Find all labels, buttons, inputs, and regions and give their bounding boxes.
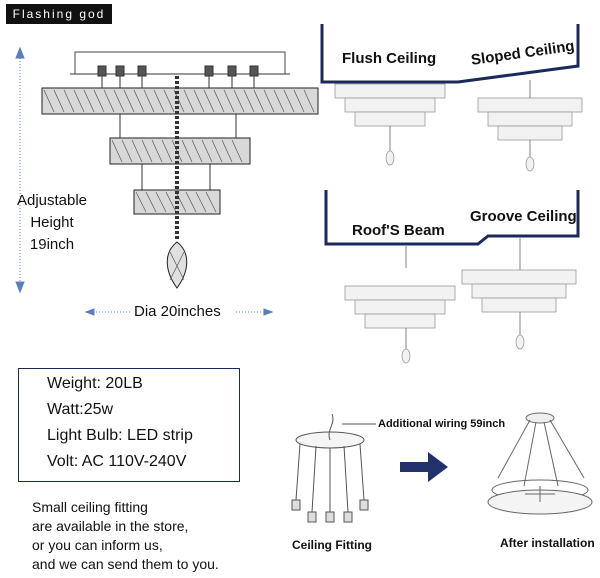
note-line3: or you can inform us, xyxy=(32,537,163,553)
note-line4: and we can send them to you. xyxy=(32,556,219,572)
ceiling-fitting-label: Ceiling Fitting xyxy=(292,538,372,552)
additional-wiring-label: Additional wiring 59inch xyxy=(378,418,506,430)
note-line2: are available in the store, xyxy=(32,518,189,534)
spec-volt: Volt: AC 110V-240V xyxy=(47,453,187,470)
after-installation-drawing xyxy=(487,412,593,515)
ceiling-fitting-drawing xyxy=(291,413,369,523)
ceiling-frame-top xyxy=(320,24,580,84)
spec-weight: Weight: 20LB xyxy=(47,375,143,392)
after-installation-label: After installation xyxy=(500,536,595,550)
groove-ceiling-label: Groove Ceiling xyxy=(470,208,577,225)
center-crystal-chain xyxy=(166,76,188,289)
right-arrow-icon xyxy=(400,452,448,482)
roofs-beam-label: Roof'S Beam xyxy=(352,222,445,239)
ceiling-frame-bottom xyxy=(324,190,580,246)
spec-bulb: Light Bulb: LED strip xyxy=(47,427,193,444)
adjustable-line3: 19inch xyxy=(29,236,75,253)
brand-badge: Flashing god xyxy=(6,4,112,24)
adjustable-height-label: Adjustable Height 19inch xyxy=(16,190,88,256)
diameter-label: Dia 20inches xyxy=(134,303,221,320)
fitting-note: Small ceiling fitting are available in t… xyxy=(32,498,219,574)
adjustable-line2: Height xyxy=(30,214,74,231)
small-chandelier-sketches xyxy=(334,80,583,364)
flush-ceiling-label: Flush Ceiling xyxy=(342,50,437,67)
adjustable-line1: Adjustable xyxy=(16,192,88,209)
diameter-dimension-arrow xyxy=(84,308,274,316)
note-line1: Small ceiling fitting xyxy=(32,499,148,515)
height-dimension-arrow xyxy=(15,46,25,294)
spec-box: Weight: 20LB Watt:25w Light Bulb: LED st… xyxy=(18,368,240,482)
spec-watt: Watt:25w xyxy=(47,401,114,418)
